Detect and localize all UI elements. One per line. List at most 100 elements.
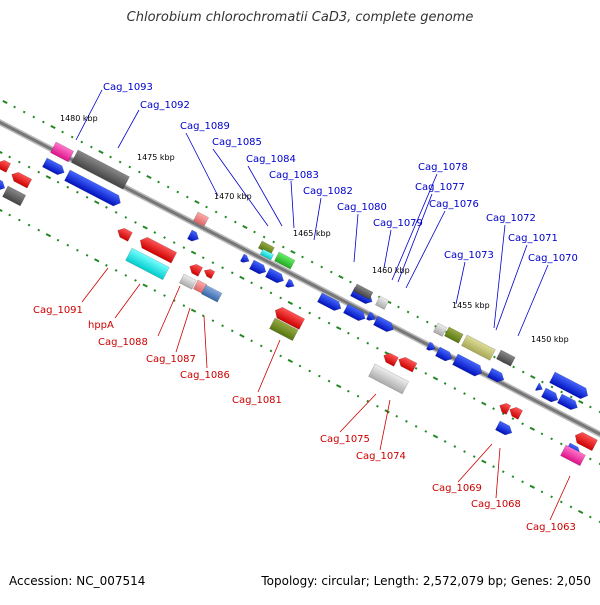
gene-feature[interactable] (202, 267, 216, 280)
gene-feature[interactable] (541, 387, 560, 404)
gene-feature[interactable] (375, 295, 390, 310)
ruler-tick (105, 264, 108, 267)
ruler-tick (308, 369, 312, 373)
gene-label-cag-1082[interactable]: Cag_1082 (303, 186, 353, 197)
gene-feature[interactable] (461, 334, 496, 361)
gene-feature[interactable] (452, 353, 484, 378)
gene-feature[interactable] (249, 259, 268, 276)
gene-feature[interactable] (193, 211, 209, 227)
gene-feature[interactable] (9, 170, 33, 189)
gene-label-cag-1076[interactable]: Cag_1076 (429, 199, 479, 210)
gene-feature[interactable] (396, 355, 418, 373)
ruler-tick (190, 250, 197, 255)
gene-feature[interactable] (137, 235, 178, 264)
ruler-tick (463, 450, 466, 453)
gene-feature[interactable] (265, 267, 286, 285)
gene-label-cag-1075[interactable]: Cag_1075 (320, 434, 370, 445)
gene-feature[interactable] (284, 278, 296, 290)
gene-label-cag-1091[interactable]: Cag_1091 (33, 305, 83, 316)
gene-label-cag-1088[interactable]: Cag_1088 (98, 337, 148, 348)
gene-feature[interactable] (42, 157, 66, 177)
gene-feature[interactable] (352, 283, 374, 300)
gene-feature[interactable] (487, 367, 506, 384)
gene-feature[interactable] (50, 141, 75, 163)
gene-feature[interactable] (497, 401, 512, 415)
gene-label-cag-1078[interactable]: Cag_1078 (418, 162, 468, 173)
gene-label-cag-1079[interactable]: Cag_1079 (373, 218, 423, 229)
ruler-tick (540, 432, 544, 436)
gene-feature[interactable] (201, 284, 223, 303)
gene-feature[interactable] (71, 149, 130, 190)
ruler-tick (395, 414, 399, 418)
gene-feature[interactable] (274, 251, 296, 270)
gene-feature[interactable] (179, 273, 197, 290)
gene-feature[interactable] (187, 262, 203, 277)
gene-label-cag-1071[interactable]: Cag_1071 (508, 233, 558, 244)
ruler-tick (530, 374, 536, 380)
gene-label-cag-1073[interactable]: Cag_1073 (444, 250, 494, 261)
ruler-tick (279, 354, 282, 358)
gene-feature[interactable] (365, 311, 377, 323)
gene-label-cag-1069[interactable]: Cag_1069 (432, 483, 482, 494)
gene-feature[interactable] (272, 305, 305, 330)
gene-feature[interactable] (0, 179, 7, 193)
gene-feature[interactable] (560, 444, 586, 467)
gene-feature[interactable] (381, 351, 399, 367)
gene-feature[interactable] (572, 430, 598, 452)
gene-label-cag-1084[interactable]: Cag_1084 (246, 154, 296, 165)
gene-feature[interactable] (269, 317, 299, 341)
ruler-tick (182, 304, 186, 307)
gene-feature[interactable] (317, 292, 343, 313)
ruler-tick (493, 355, 496, 359)
ruler-tick (138, 170, 141, 174)
gene-feature[interactable] (0, 158, 11, 173)
gene-label-cag-1077[interactable]: Cag_1077 (415, 182, 465, 193)
gene-feature[interactable] (425, 341, 437, 353)
gene-feature[interactable] (373, 315, 395, 334)
gene-label-cag-1089[interactable]: Cag_1089 (180, 121, 230, 132)
gene-feature[interactable] (343, 303, 367, 323)
gene-label-cag-1063[interactable]: Cag_1063 (526, 522, 576, 533)
gene-label-cag-1092[interactable]: Cag_1092 (140, 100, 190, 111)
gene-feature[interactable] (495, 420, 514, 437)
gene-label-cag-1087[interactable]: Cag_1087 (146, 354, 196, 365)
gene-label-cag-1068[interactable]: Cag_1068 (471, 499, 521, 510)
ruler-tick (287, 358, 294, 364)
gene-feature[interactable] (433, 322, 448, 337)
ruler-tick (598, 410, 600, 414)
gene-label-cag-1080[interactable]: Cag_1080 (337, 202, 387, 213)
gene-label-cag-1093[interactable]: Cag_1093 (103, 82, 153, 93)
label-leader-line (339, 393, 377, 433)
ruler-tick (301, 255, 304, 259)
ruler-tick-label: 1470 kbp (214, 192, 252, 201)
gene-label-cag-1081[interactable]: Cag_1081 (232, 395, 282, 406)
gene-feature[interactable] (2, 185, 27, 207)
gene-feature[interactable] (368, 363, 410, 395)
gene-label-cag-1086[interactable]: Cag_1086 (180, 370, 230, 381)
gene-feature[interactable] (496, 349, 516, 367)
gene-feature[interactable] (239, 253, 251, 265)
gene-feature[interactable] (125, 247, 170, 281)
gene-feature[interactable] (534, 382, 544, 393)
gene-feature[interactable] (557, 393, 579, 412)
ruler-tick (66, 185, 70, 189)
gene-feature[interactable] (435, 346, 454, 363)
gene-label-cag-1070[interactable]: Cag_1070 (528, 253, 578, 264)
gene-feature[interactable] (444, 326, 464, 344)
ruler-tick (569, 505, 573, 509)
gene-feature[interactable] (507, 405, 523, 420)
ruler-tick (118, 160, 122, 164)
gene-label-cag-1072[interactable]: Cag_1072 (486, 213, 536, 224)
gene-feature[interactable] (259, 248, 274, 261)
gene-label-cag-1083[interactable]: Cag_1083 (269, 170, 319, 181)
gene-feature[interactable] (64, 169, 123, 208)
gene-feature[interactable] (115, 226, 133, 242)
gene-label-hppa[interactable]: hppA (88, 320, 114, 331)
ruler-tick (397, 305, 400, 309)
ruler-tick (540, 490, 544, 494)
gene-feature[interactable] (549, 371, 590, 401)
gene-label-cag-1074[interactable]: Cag_1074 (356, 451, 406, 462)
gene-label-cag-1085[interactable]: Cag_1085 (212, 137, 262, 148)
ruler-tick (242, 224, 248, 230)
gene-feature[interactable] (187, 229, 200, 243)
